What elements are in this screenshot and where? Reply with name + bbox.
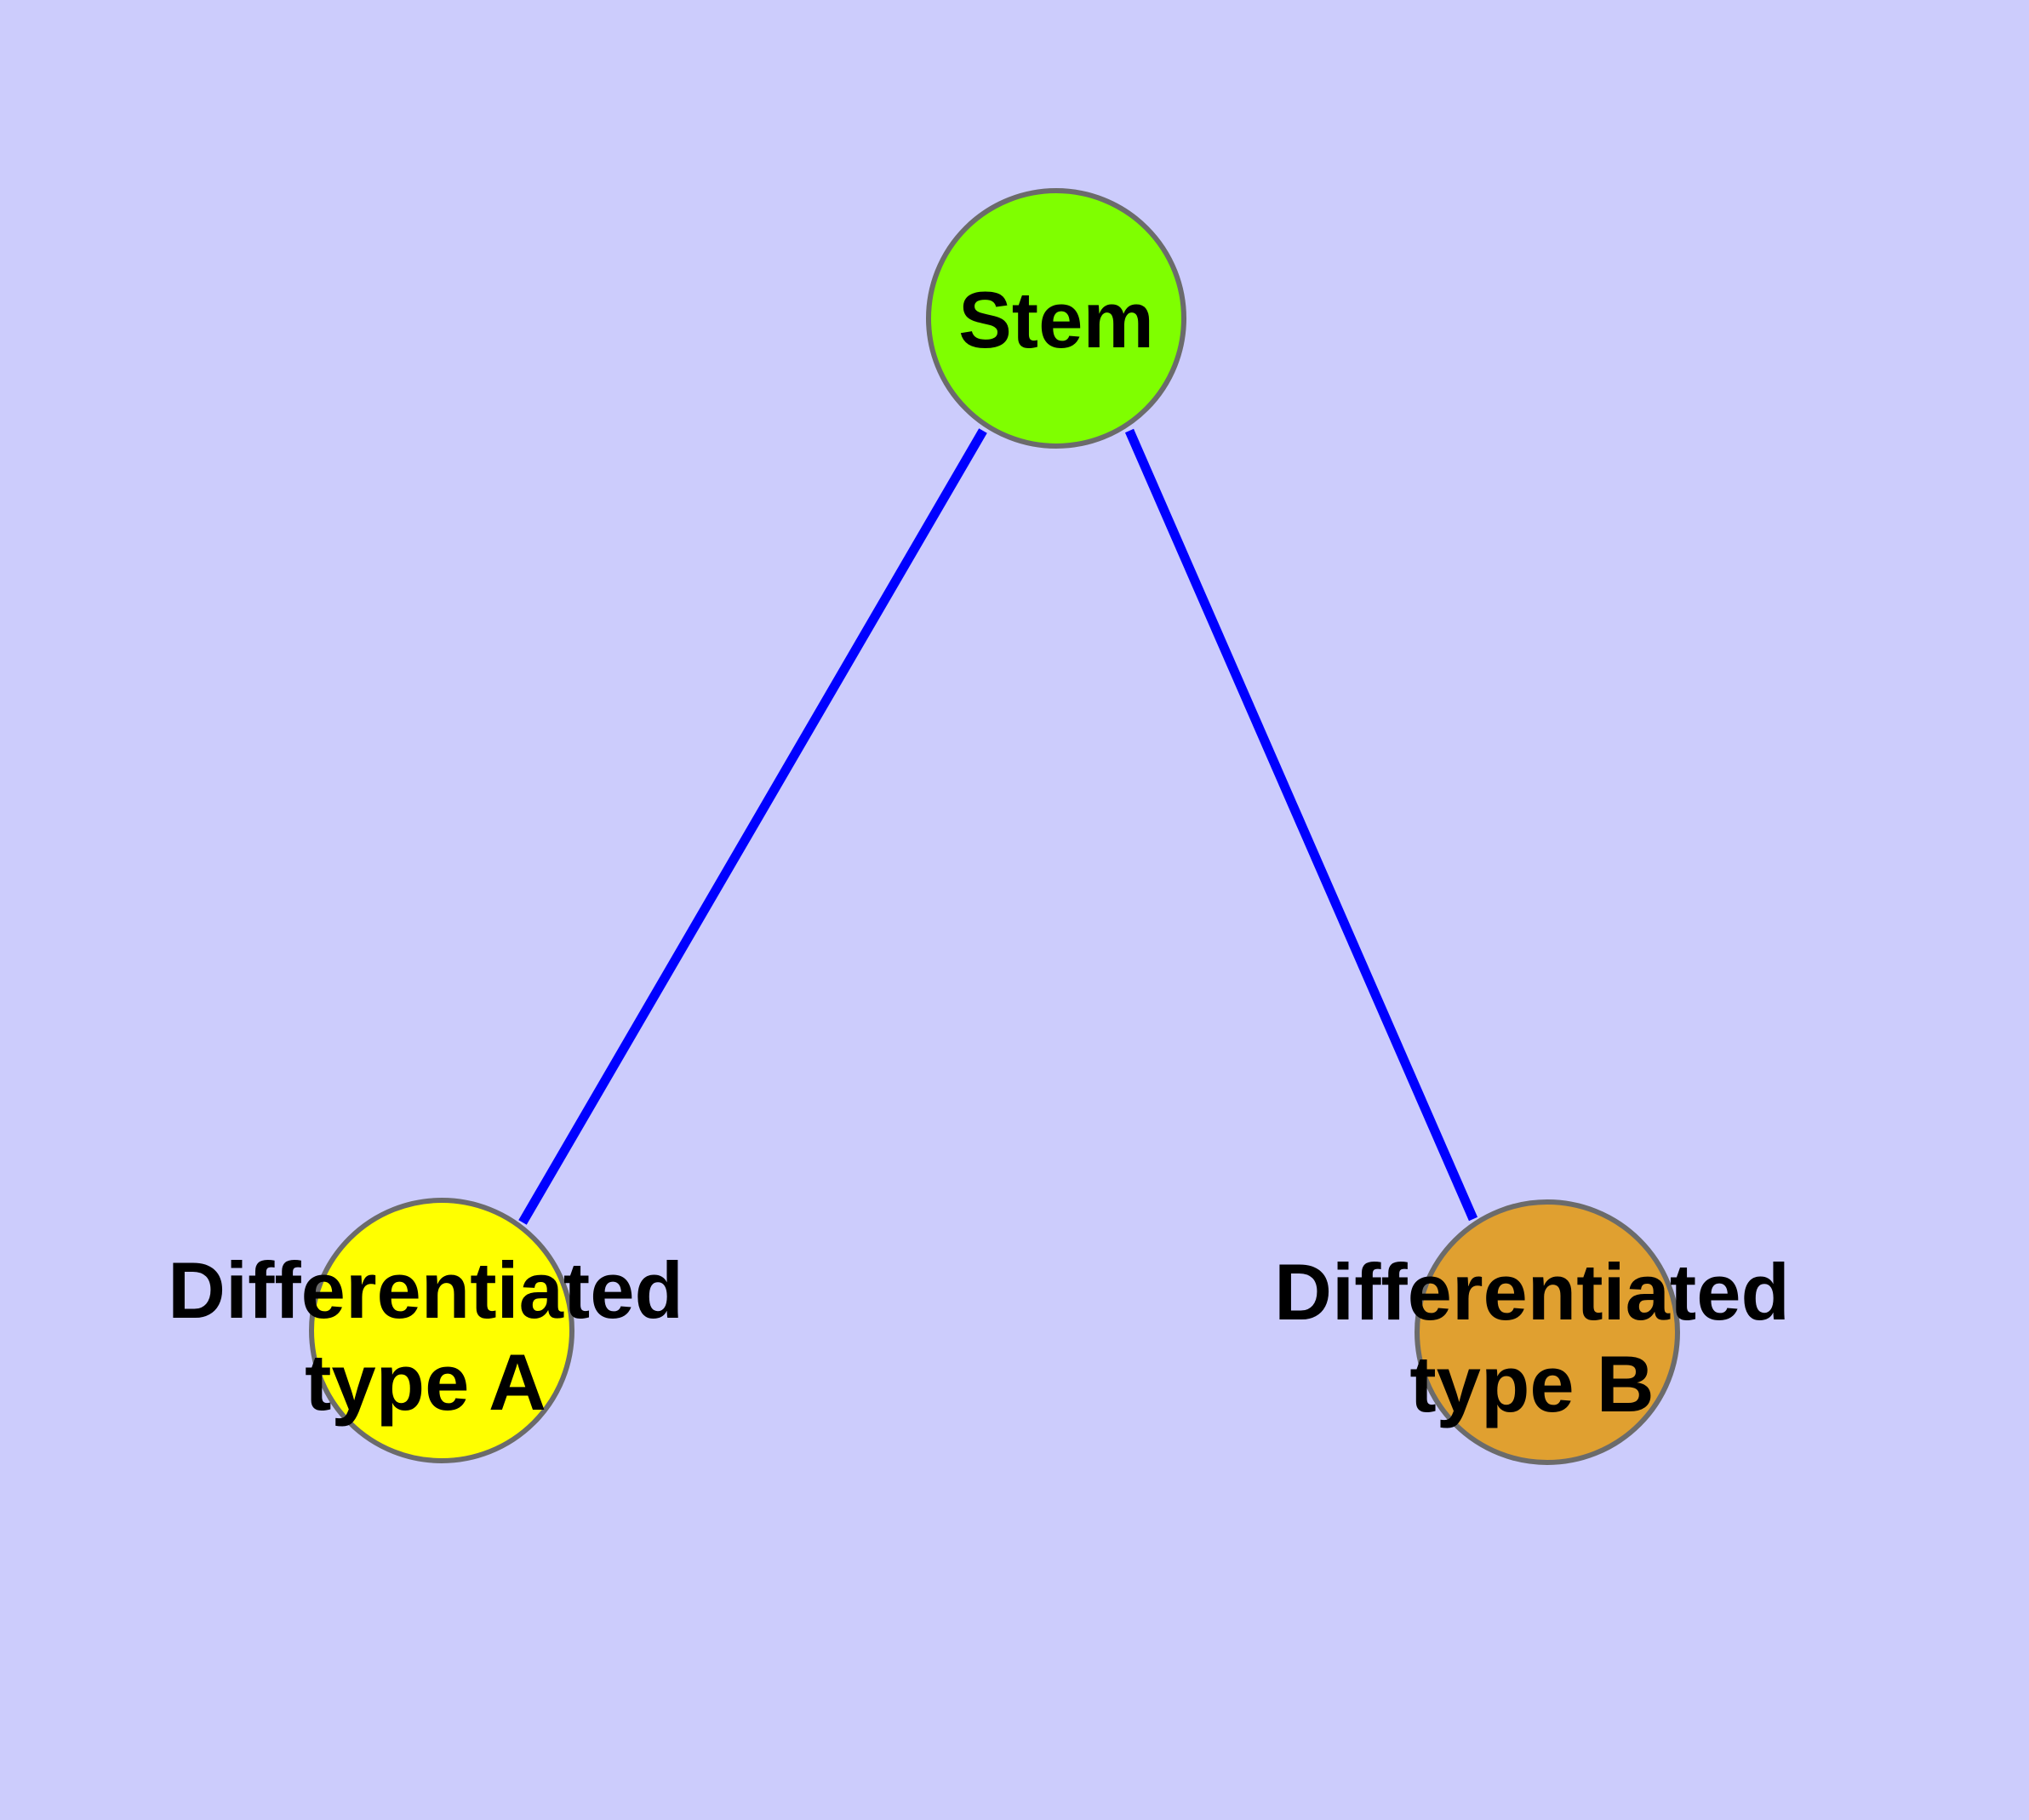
node-stem-circle[interactable] (926, 188, 1186, 449)
node-diff-a[interactable]: Differentiated type A (168, 1198, 683, 1463)
node-diff-b-label-line-1: Differentiated (1274, 1247, 1790, 1336)
node-diff-b-circle[interactable] (1415, 1199, 1680, 1465)
edge-stem-to-diff-a[interactable] (518, 428, 987, 1225)
node-diff-a-label-line-1: Differentiated (168, 1245, 683, 1335)
node-diff-a-circle[interactable] (309, 1198, 574, 1463)
node-diff-b[interactable]: Differentiated type B (1274, 1199, 1790, 1465)
node-stem-label-line-1: Stem (958, 275, 1154, 364)
edge-stem-to-diff-b[interactable] (1124, 428, 1478, 1222)
node-diff-a-label-line-2: type A (305, 1337, 546, 1427)
node-stem[interactable]: Stem (926, 188, 1186, 449)
node-diff-b-label-line-2: type B (1409, 1339, 1654, 1428)
edge-layer (518, 428, 1478, 1225)
